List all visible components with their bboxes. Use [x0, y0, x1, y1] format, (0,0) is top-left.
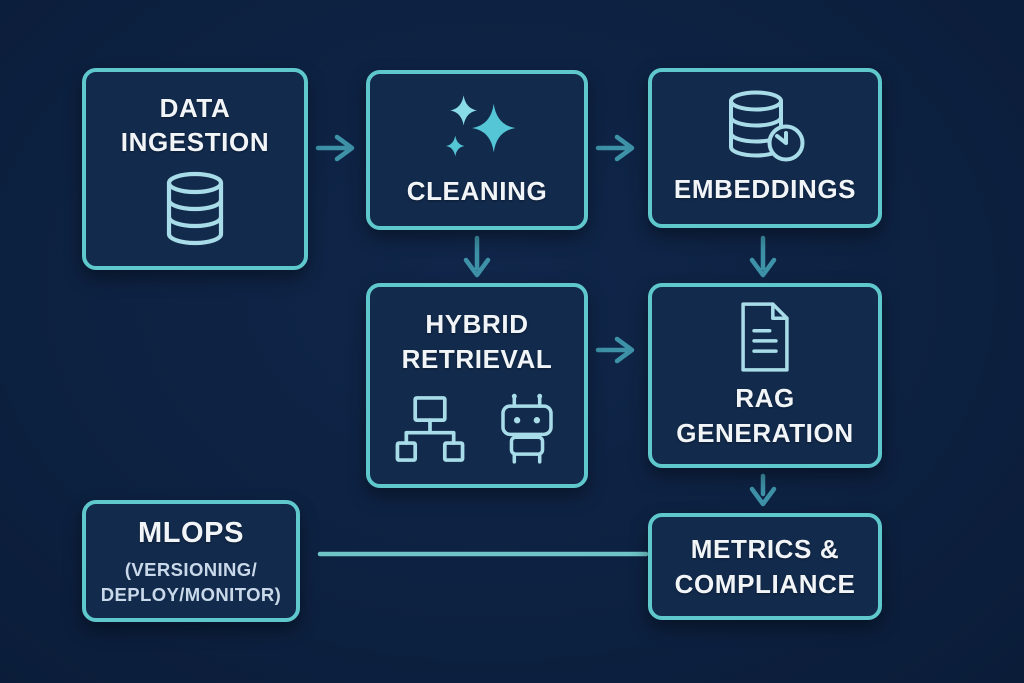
- node-rag-generation: RAG GENERATION: [648, 283, 882, 468]
- label-line: INGESTION: [120, 127, 270, 157]
- label-line: HYBRID: [425, 309, 529, 340]
- label-line: GENERATION: [676, 417, 854, 448]
- node-mlops: MLOPS (VERSIONING/ DEPLOY/MONITOR): [82, 500, 300, 622]
- database-clock-icon: [729, 90, 805, 162]
- node-label: DATA INGESTION: [121, 91, 269, 160]
- sublabel-line: DEPLOY/MONITOR): [100, 583, 282, 605]
- node-data-ingestion: DATA INGESTION: [82, 68, 308, 270]
- robot-icon: [501, 393, 553, 464]
- document-icon: [741, 302, 789, 372]
- sparkles-icon: [446, 95, 516, 157]
- database-icon: [166, 172, 224, 246]
- tree-diagram-icon: [395, 395, 465, 462]
- node-hybrid-retrieval: HYBRID RETRIEVAL: [366, 283, 588, 488]
- label-line: DATA: [159, 92, 231, 123]
- node-label: EMBEDDINGS: [674, 172, 856, 206]
- label-line: MLOPS: [137, 517, 245, 550]
- node-label: MLOPS: [138, 514, 244, 552]
- arrow-hybrid-retrieval-to-rag-generation: [595, 336, 635, 364]
- node-label: CLEANING: [407, 174, 548, 208]
- arrow-embeddings-to-rag-generation: [749, 235, 777, 278]
- node-label: METRICS & COMPLIANCE: [675, 532, 856, 601]
- node-cleaning: CLEANING: [366, 70, 588, 230]
- node-sublabel: (VERSIONING/ DEPLOY/MONITOR): [101, 558, 281, 608]
- icon-row: [393, 392, 561, 464]
- label-line: CLEANING: [406, 175, 548, 206]
- label-line: METRICS &: [690, 534, 840, 565]
- label-line: EMBEDDINGS: [673, 173, 857, 204]
- node-metrics-compliance: METRICS & COMPLIANCE: [648, 513, 882, 620]
- sublabel-line: (VERSIONING/: [124, 558, 258, 580]
- node-label: RAG GENERATION: [676, 381, 853, 450]
- label-line: RAG: [735, 383, 795, 414]
- node-embeddings: EMBEDDINGS: [648, 68, 882, 228]
- label-line: COMPLIANCE: [674, 568, 856, 599]
- arrow-data-ingestion-to-cleaning: [315, 134, 355, 162]
- node-label: HYBRID RETRIEVAL: [402, 307, 553, 376]
- label-line: RETRIEVAL: [401, 343, 553, 374]
- arrow-cleaning-to-embeddings: [595, 134, 635, 162]
- arrow-cleaning-to-hybrid-retrieval: [463, 235, 491, 278]
- arrow-rag-generation-to-metrics: [749, 473, 777, 507]
